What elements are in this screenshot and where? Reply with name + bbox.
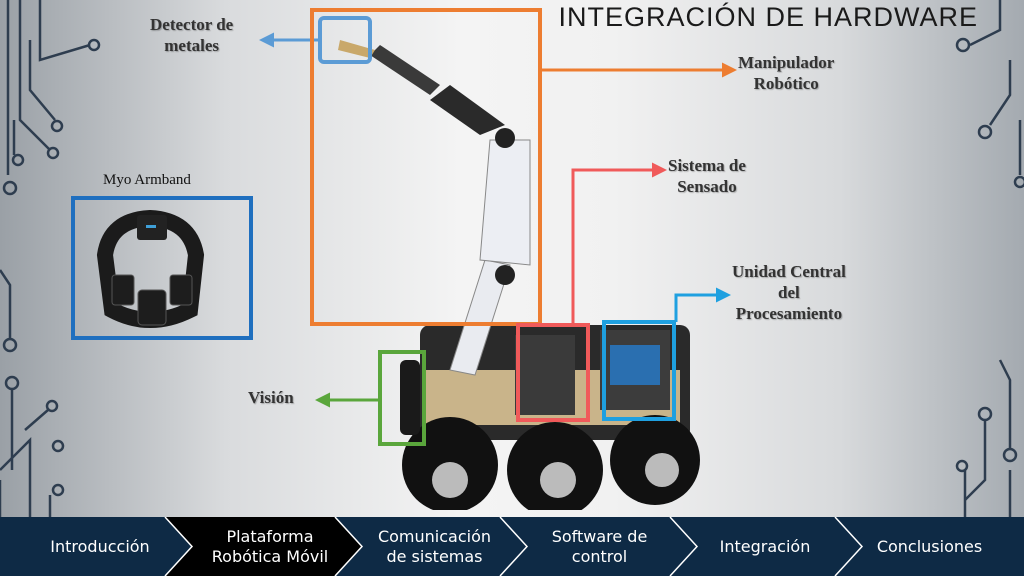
annotation-overlay xyxy=(71,8,737,446)
nav-item-introduccion[interactable]: Introducción xyxy=(20,517,180,576)
robot-image xyxy=(338,40,700,510)
nav-item-label: control xyxy=(571,546,628,566)
manipulador-label-line2: Robótico xyxy=(753,74,819,93)
detector-label: Detector de metales xyxy=(150,14,233,56)
sensado-label-line1: Sistema de xyxy=(668,156,746,175)
detector-label-line1: Detector de xyxy=(150,15,234,34)
nav-item-label: de sistemas xyxy=(386,546,483,566)
myo-box xyxy=(71,196,253,340)
sensado-label: Sistema de Sensado xyxy=(668,155,746,197)
manipulador-box xyxy=(310,8,542,326)
unidad-label-line3: Procesamiento xyxy=(735,304,843,323)
manipulador-label: Manipulador Robótico xyxy=(738,52,834,94)
nav-item-label: Plataforma xyxy=(226,526,314,546)
sensado-label-line2: Sensado xyxy=(677,177,737,196)
circuit-decoration xyxy=(0,0,1024,520)
slide-title: INTEGRACIÓN DE HARDWARE xyxy=(558,2,978,32)
nav-item-conclusiones[interactable]: Conclusiones xyxy=(852,517,1007,576)
vision-label: Visión xyxy=(248,388,294,407)
unidad-box xyxy=(602,320,676,421)
nav-item-label: Conclusiones xyxy=(876,536,983,556)
unidad-arrow-icon xyxy=(674,287,731,322)
nav-item-label: Introducción xyxy=(50,536,150,556)
vision-box xyxy=(378,350,426,446)
nav-item-label: Robótica Móvil xyxy=(211,546,329,566)
myo-label: Myo Armband xyxy=(103,172,191,188)
nav-item-label: Integración xyxy=(719,536,811,556)
nav-item-software[interactable]: Software de control xyxy=(517,517,682,576)
manipulador-label-line1: Manipulador xyxy=(738,53,835,72)
sensado-arrow-icon xyxy=(571,162,667,325)
myo-armband-image xyxy=(96,209,205,328)
nav-bar-background xyxy=(0,517,1024,576)
detector-label-line2: metales xyxy=(164,36,219,55)
nav-item-label: Software de xyxy=(551,526,648,546)
nav-item-label: Comunicación xyxy=(377,526,492,546)
unidad-label-line2: del xyxy=(778,283,800,302)
nav-item-plataforma[interactable]: Plataforma Robótica Móvil xyxy=(185,517,355,576)
detector-box xyxy=(318,16,372,64)
unidad-label-line1: Unidad Central xyxy=(732,262,846,281)
sensado-box xyxy=(516,323,590,422)
unidad-label: Unidad Central del Procesamiento xyxy=(732,261,846,324)
nav-item-integracion[interactable]: Integración xyxy=(685,517,845,576)
nav-item-comunicacion[interactable]: Comunicación de sistemas xyxy=(352,517,517,576)
